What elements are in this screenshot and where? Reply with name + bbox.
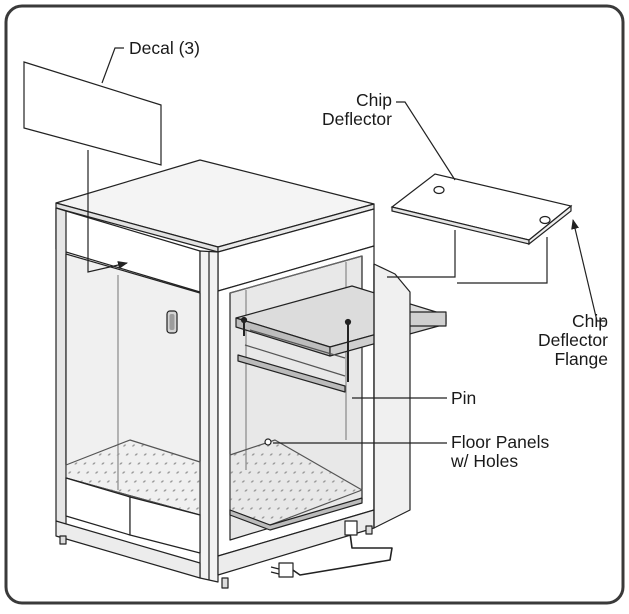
floor-panels-label-line-1: Floor Panels	[451, 432, 550, 452]
diagram-border	[4, 4, 625, 605]
flange-label-line-2: Deflector	[537, 330, 608, 350]
decal-sheet	[23, 61, 162, 166]
floor-panels-label-line-2: w/ Holes	[451, 451, 519, 471]
pin-label: Pin	[451, 388, 477, 408]
floor-panels-label: Floor Panels w/ Holes	[451, 433, 549, 471]
cabinet	[55, 159, 447, 589]
flange-label-line-3: Flange	[554, 349, 608, 369]
chip-deflector-label: Chip Deflector	[292, 91, 392, 129]
rear-panel	[373, 263, 411, 529]
power-cord	[289, 532, 393, 576]
chip-deflector-flange-label: Chip Deflector Flange	[488, 312, 608, 369]
decal-label: Decal (3)	[129, 38, 200, 58]
chip-deflector-plate	[390, 173, 573, 246]
chip-deflector-label-line-2: Deflector	[321, 109, 392, 129]
flange-label-line-1: Chip	[572, 311, 608, 331]
leader-lines	[87, 47, 605, 444]
chip-deflector-label-line-1: Chip	[356, 90, 392, 110]
